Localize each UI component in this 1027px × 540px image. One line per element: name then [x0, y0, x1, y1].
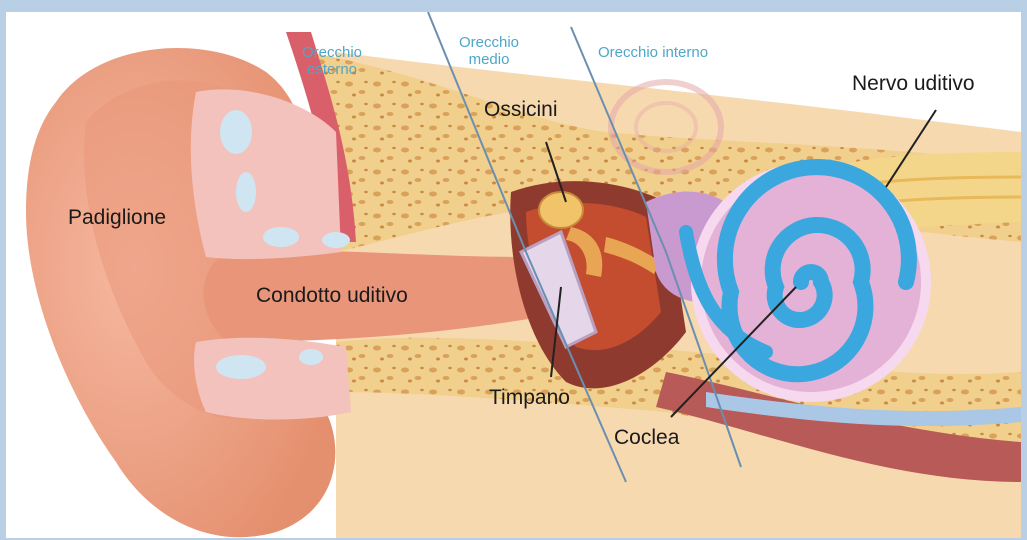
cartilage-lower [194, 338, 351, 420]
label-cochlea: Coclea [614, 426, 679, 450]
section-outer-line1: Orecchio [302, 44, 362, 61]
label-pinna: Padiglione [68, 206, 166, 230]
label-eardrum: Timpano [489, 386, 570, 410]
label-ossicles: Ossicini [484, 98, 558, 122]
section-inner-ear: Orecchio interno [598, 44, 708, 61]
ossicle-malleus [539, 192, 583, 228]
section-outer-line2: esterno [302, 61, 362, 78]
section-middle-ear: Orecchio medio [459, 34, 519, 68]
section-middle-line2: medio [459, 51, 519, 68]
label-ear-canal: Condotto uditivo [256, 284, 408, 308]
section-outer-ear: Orecchio esterno [302, 44, 362, 78]
section-middle-line1: Orecchio [459, 34, 519, 51]
diagram-frame: Orecchio esterno Orecchio medio Orecchio… [6, 12, 1021, 538]
label-auditory-nerve: Nervo uditivo [852, 72, 975, 96]
